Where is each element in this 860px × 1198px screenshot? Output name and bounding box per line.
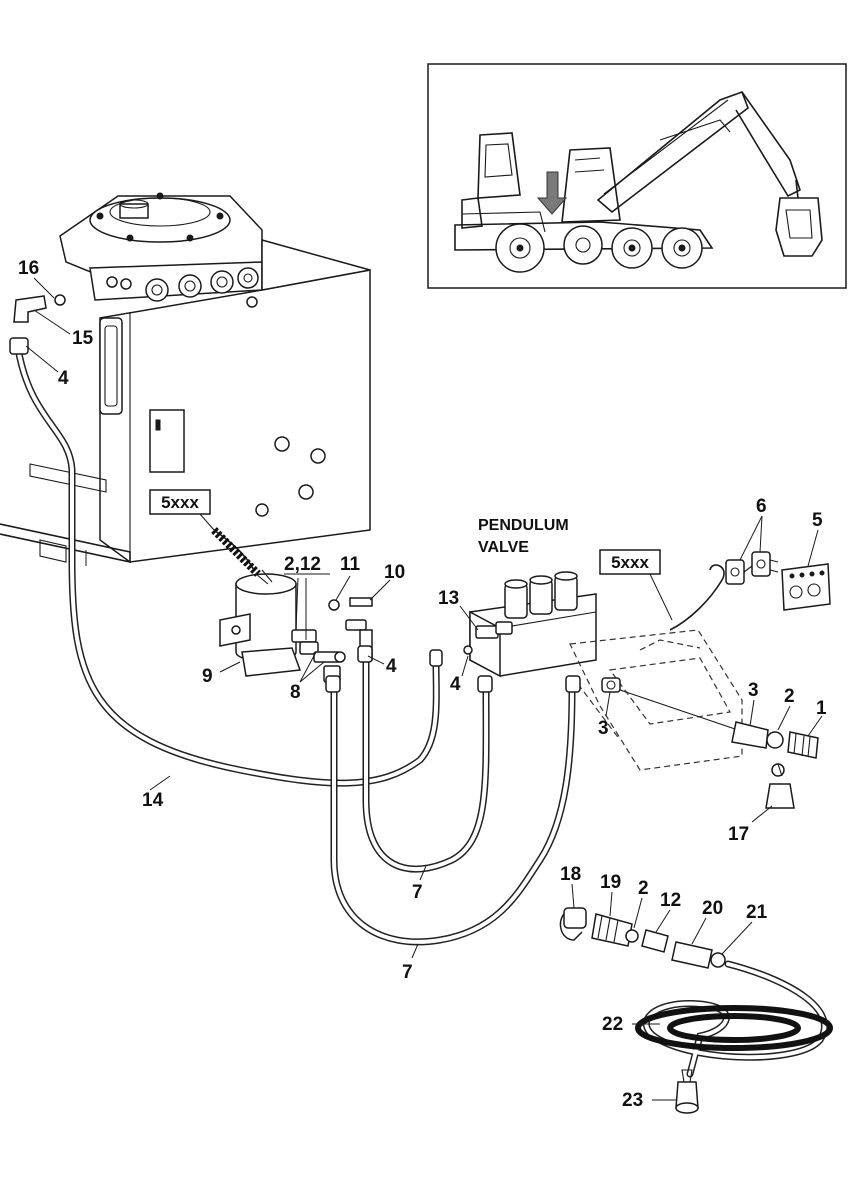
- down-arrow-icon: [536, 171, 568, 215]
- diagram-title-line2: VALVE: [478, 539, 529, 556]
- callout-16: 16: [18, 258, 39, 279]
- callout-19: 19: [600, 872, 621, 893]
- callout-4-mid: 4: [386, 656, 397, 677]
- wheel-group: [495, 223, 703, 273]
- test-hose-kit: [559, 907, 833, 1114]
- pendulum-valve-block: [463, 571, 597, 678]
- callout-11: 11: [340, 554, 361, 575]
- callout-1: 1: [816, 698, 827, 719]
- callout-23: 23: [622, 1090, 643, 1111]
- hydraulic-tank: [0, 192, 371, 566]
- callout-7-upper: 7: [412, 882, 423, 903]
- diagram-title-line1: PENDULUM: [478, 517, 569, 534]
- callout-4-valve: 4: [450, 674, 461, 695]
- ref-box-tank-sensor-label: 5xxx: [161, 493, 199, 512]
- callout-13: 13: [438, 588, 459, 609]
- pendulum-sensor-body: [211, 527, 302, 677]
- callout-3-left: 3: [598, 718, 609, 739]
- tank-elbow-fitting: [9, 294, 581, 693]
- ref-box-valve-sensor-label: 5xxx: [611, 553, 649, 572]
- callout-20: 20: [702, 898, 723, 919]
- callout-22: 22: [602, 1014, 623, 1035]
- ref-box-valve-sensor: 5xxx: [599, 549, 673, 621]
- callout-2-kit: 2: [638, 878, 649, 899]
- callout-10: 10: [384, 562, 405, 583]
- callout-2: 2: [784, 686, 795, 707]
- coupling-mount: [569, 629, 819, 809]
- callout-7-lower: 7: [402, 962, 413, 983]
- electrical-connectors: [669, 551, 831, 631]
- callout-18: 18: [560, 864, 581, 885]
- callout-21: 21: [746, 902, 768, 923]
- callout-8: 8: [290, 682, 301, 703]
- callout-9: 9: [202, 666, 213, 687]
- callout-leaders: [25, 277, 823, 1101]
- machine-overview-inset: [427, 63, 847, 289]
- callout-14: 14: [142, 790, 164, 811]
- callout-4-tank: 4: [58, 368, 69, 389]
- callout-2-12: 2,12: [284, 554, 321, 575]
- callout-17: 17: [728, 824, 749, 845]
- callout-labels: 16 15 4 2,12 11 10 9 8 4 13 4 6 5 3 3 2 …: [18, 258, 827, 1111]
- hose-lines: [14, 344, 576, 946]
- callout-6: 6: [756, 496, 767, 517]
- ref-box-tank-sensor: 5xxx: [149, 489, 215, 531]
- callout-3-right: 3: [748, 680, 759, 701]
- callout-12-kit: 12: [660, 890, 681, 911]
- callout-15: 15: [72, 328, 94, 349]
- sensor-fittings: [291, 597, 373, 683]
- callout-5: 5: [812, 510, 823, 531]
